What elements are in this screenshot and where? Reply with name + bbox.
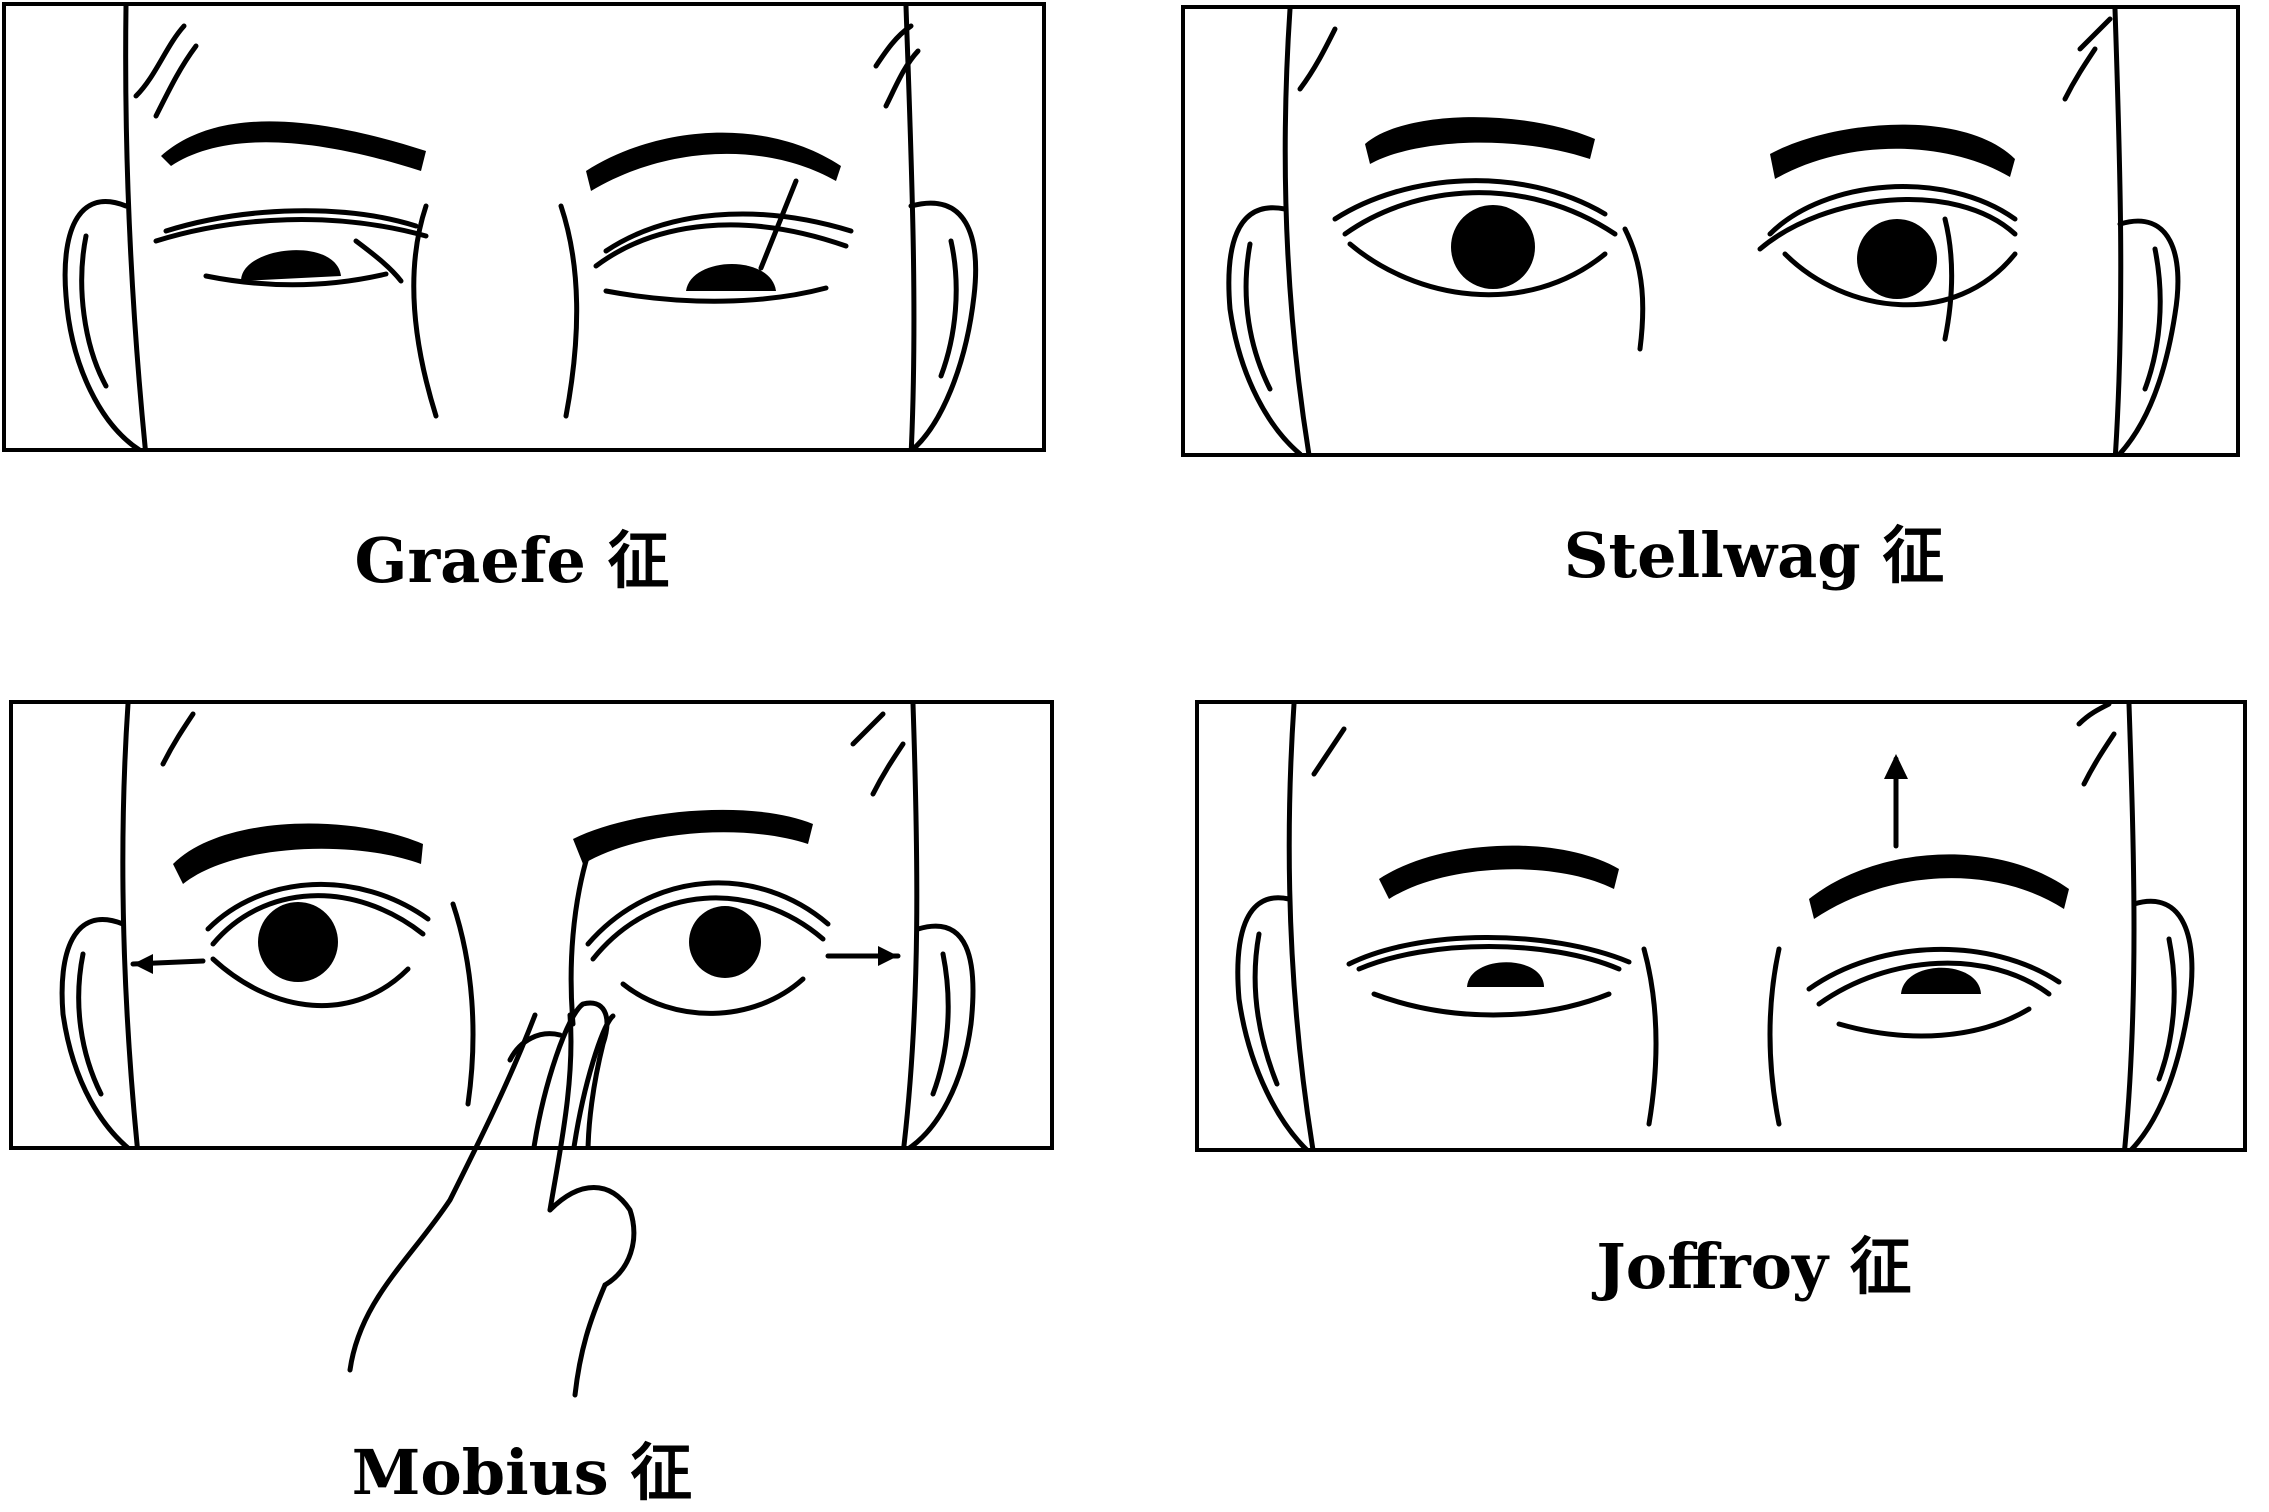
joffroy-panel: [1195, 700, 2247, 1152]
right-iris: [686, 263, 776, 291]
stellwag-face-drawing: [1185, 9, 2240, 457]
face-right-outline: [903, 704, 917, 1150]
right-eyebrow: [586, 132, 841, 191]
right-eyebrow: [573, 809, 813, 864]
face-right-outline: [2124, 704, 2134, 1152]
face-right-outline: [906, 6, 914, 452]
right-ear: [908, 926, 973, 1149]
left-iris: [241, 250, 341, 281]
mobius-panel: [9, 700, 1054, 1150]
graefe-panel: [2, 2, 1046, 452]
stellwag-caption: Stellwag 征: [1563, 519, 1945, 592]
left-eyebrow: [173, 823, 423, 884]
face-left-outline: [1289, 704, 1314, 1152]
left-iris: [1467, 962, 1544, 987]
left-ear: [1229, 208, 1300, 454]
mobius-face-drawing: [13, 704, 1054, 1150]
left-ear: [62, 920, 133, 1150]
mobius-caption: Mobius 征: [351, 1436, 693, 1509]
hand-drawing: [330, 1000, 730, 1400]
face-left-outline: [1285, 9, 1310, 457]
left-iris: [1451, 205, 1535, 289]
right-ear: [911, 203, 976, 451]
graefe-face-drawing: [6, 6, 1046, 452]
right-ear: [2115, 221, 2178, 457]
graefe-arrow: [761, 181, 796, 268]
joffroy-face-drawing: [1199, 704, 2247, 1152]
face-left-outline: [126, 6, 146, 452]
face-right-outline: [2115, 9, 2121, 457]
joffroy-caption: Joffroy 征: [1596, 1230, 1912, 1303]
stellwag-panel: [1181, 5, 2240, 457]
right-iris: [689, 906, 761, 978]
left-eyebrow: [161, 121, 426, 171]
face-left-outline: [123, 704, 138, 1150]
left-eyebrow: [1379, 845, 1619, 899]
left-ear: [65, 202, 141, 451]
right-eyebrow: [1809, 854, 2069, 919]
right-ear: [2127, 901, 2192, 1152]
right-iris: [1857, 219, 1937, 299]
left-eyebrow: [1365, 117, 1595, 164]
right-eyebrow: [1770, 124, 2015, 179]
graefe-caption: Graefe 征: [354, 524, 670, 597]
right-iris: [1901, 967, 1981, 994]
left-ear: [1238, 898, 1309, 1152]
left-iris: [258, 902, 338, 982]
